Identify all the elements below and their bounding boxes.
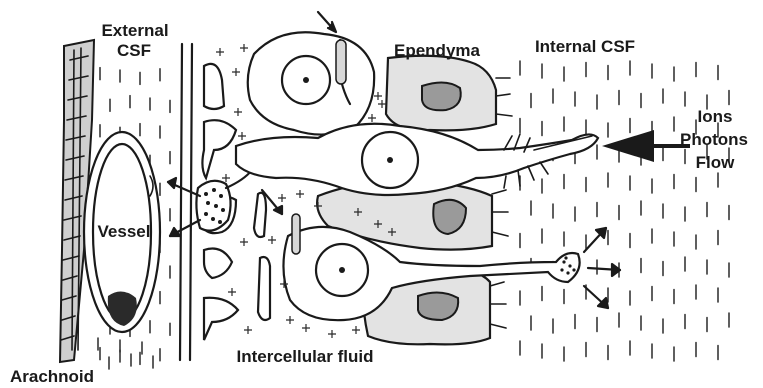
plus-mark [278, 194, 286, 202]
plus-mark [302, 324, 310, 332]
plus-mark [328, 330, 336, 338]
upper-neuron [248, 32, 374, 134]
plus-mark [352, 326, 360, 334]
plus-mark [216, 48, 224, 56]
label-intercellular-fluid: Intercellular fluid [237, 347, 374, 366]
middle-neuron [236, 124, 598, 195]
plus-mark [240, 238, 248, 246]
plus-mark [234, 108, 242, 116]
label-internal-csf: Internal CSF [535, 37, 635, 56]
label-arachnoid: Arachnoid [10, 367, 94, 386]
label-ependyma: Ependyma [394, 41, 481, 60]
plus-mark [240, 44, 248, 52]
plus-mark [374, 92, 382, 100]
plus-mark [232, 68, 240, 76]
plus-mark [268, 236, 276, 244]
label-external-csf-line1: External [101, 21, 168, 40]
label-external-csf-line2: CSF [117, 41, 151, 60]
pia-mater-lines [180, 44, 192, 360]
label-photons: Photons [680, 130, 748, 149]
label-flow: Flow [696, 153, 735, 172]
plus-mark [244, 326, 252, 334]
label-vessel: Vessel [98, 222, 151, 241]
plus-mark [378, 100, 386, 108]
label-ions: Ions [698, 107, 733, 126]
plus-mark [296, 190, 304, 198]
plus-mark [228, 288, 236, 296]
plus-mark [368, 114, 376, 122]
plus-mark [238, 132, 246, 140]
ions-photons-flow-arrow [602, 130, 690, 162]
plus-mark [222, 174, 230, 182]
plus-mark [286, 316, 294, 324]
